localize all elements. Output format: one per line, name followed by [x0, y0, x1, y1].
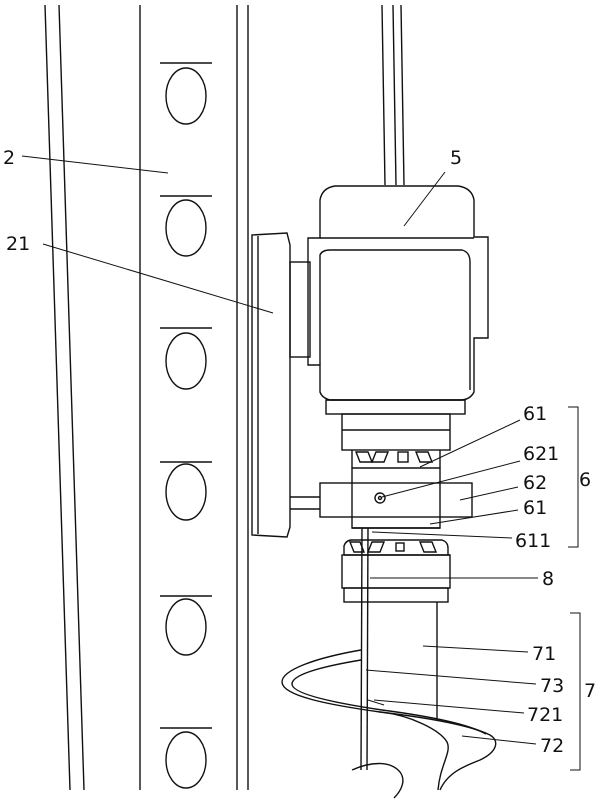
- label-7: 7: [584, 680, 596, 702]
- mast-hole: [160, 461, 212, 521]
- sliding-carriage: [251, 232, 320, 538]
- auger-flight: [281, 649, 497, 799]
- upper-coupling: [341, 413, 451, 483]
- label-611: 611: [515, 530, 551, 552]
- motor: [307, 185, 489, 415]
- mast-holes: [160, 62, 212, 789]
- label-21: 21: [6, 233, 30, 255]
- mast-hole: [160, 727, 212, 789]
- mast-hole: [160, 327, 212, 390]
- leader-lines: [21, 155, 538, 745]
- mast-column: [44, 4, 249, 791]
- hinge-block: [319, 482, 473, 518]
- label-62: 62: [523, 472, 547, 494]
- label-621: 621: [523, 443, 559, 465]
- label-8: 8: [542, 568, 554, 590]
- label-2: 2: [3, 147, 15, 169]
- cable: [381, 4, 405, 186]
- mast-hole: [160, 595, 212, 656]
- mast-hole: [160, 195, 212, 257]
- label-73: 73: [540, 675, 564, 697]
- label-71: 71: [532, 643, 556, 665]
- label-61-lower: 61: [523, 497, 547, 519]
- label-6: 6: [579, 469, 591, 491]
- auger-shaft: [360, 527, 438, 771]
- mast-hole: [160, 62, 212, 125]
- label-61-upper: 61: [523, 403, 547, 425]
- group-brackets: [568, 406, 581, 771]
- lower-coupling: [343, 517, 450, 556]
- label-72: 72: [540, 735, 564, 757]
- clamp-sleeve: [341, 554, 451, 603]
- reference-numerals: 2 21 5 61 621 62 61 611 6 8 71 73 721 72…: [3, 147, 596, 757]
- label-5: 5: [450, 147, 462, 169]
- label-721: 721: [527, 704, 563, 726]
